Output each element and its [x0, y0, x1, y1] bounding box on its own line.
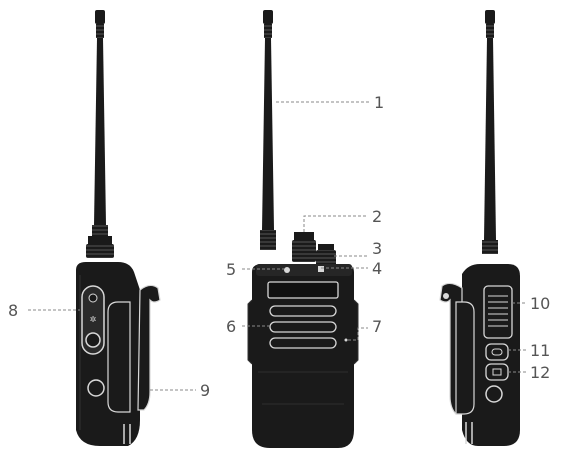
led-indicator [318, 266, 324, 272]
speaker-grille [269, 305, 337, 349]
callout-2-label: 2 [372, 207, 382, 226]
callout-4-label: 4 [372, 259, 382, 278]
antenna-left [92, 10, 108, 237]
knob-left [86, 236, 114, 258]
leader-lines [28, 101, 526, 391]
volume-knob [316, 244, 336, 268]
jack-glyph: ✲ [90, 315, 97, 324]
channel-knob [292, 232, 316, 262]
callout-1-label: 1 [374, 93, 384, 112]
side-button-2 [485, 363, 509, 381]
display-window [267, 281, 339, 299]
callout-9-label: 9 [200, 381, 210, 400]
callout-5-label: 5 [226, 260, 236, 279]
callout-12-label: 12 [530, 363, 550, 382]
top-port [284, 267, 290, 273]
radio-body-front [247, 264, 359, 448]
antenna-front [260, 10, 276, 250]
belt-clip-left [107, 284, 161, 413]
callout-11-label: 11 [530, 341, 550, 360]
right-side-view [439, 10, 520, 446]
callout-3-label: 3 [372, 239, 382, 258]
callout-10-label: 10 [530, 294, 550, 313]
ptt-button [483, 285, 513, 339]
left-side-view: ✲ [76, 10, 161, 446]
antenna-right [482, 10, 498, 254]
side-button-1 [485, 343, 509, 361]
microphone-hole [344, 338, 348, 342]
callout-8-label: 8 [8, 301, 18, 320]
callout-labels: 1 2 3 4 5 6 7 8 9 10 11 12 [8, 93, 550, 400]
callout-6-label: 6 [226, 317, 236, 336]
callout-7-label: 7 [372, 317, 382, 336]
belt-clip-right [439, 282, 475, 415]
radio-body-right [462, 264, 520, 446]
front-view [247, 10, 359, 448]
